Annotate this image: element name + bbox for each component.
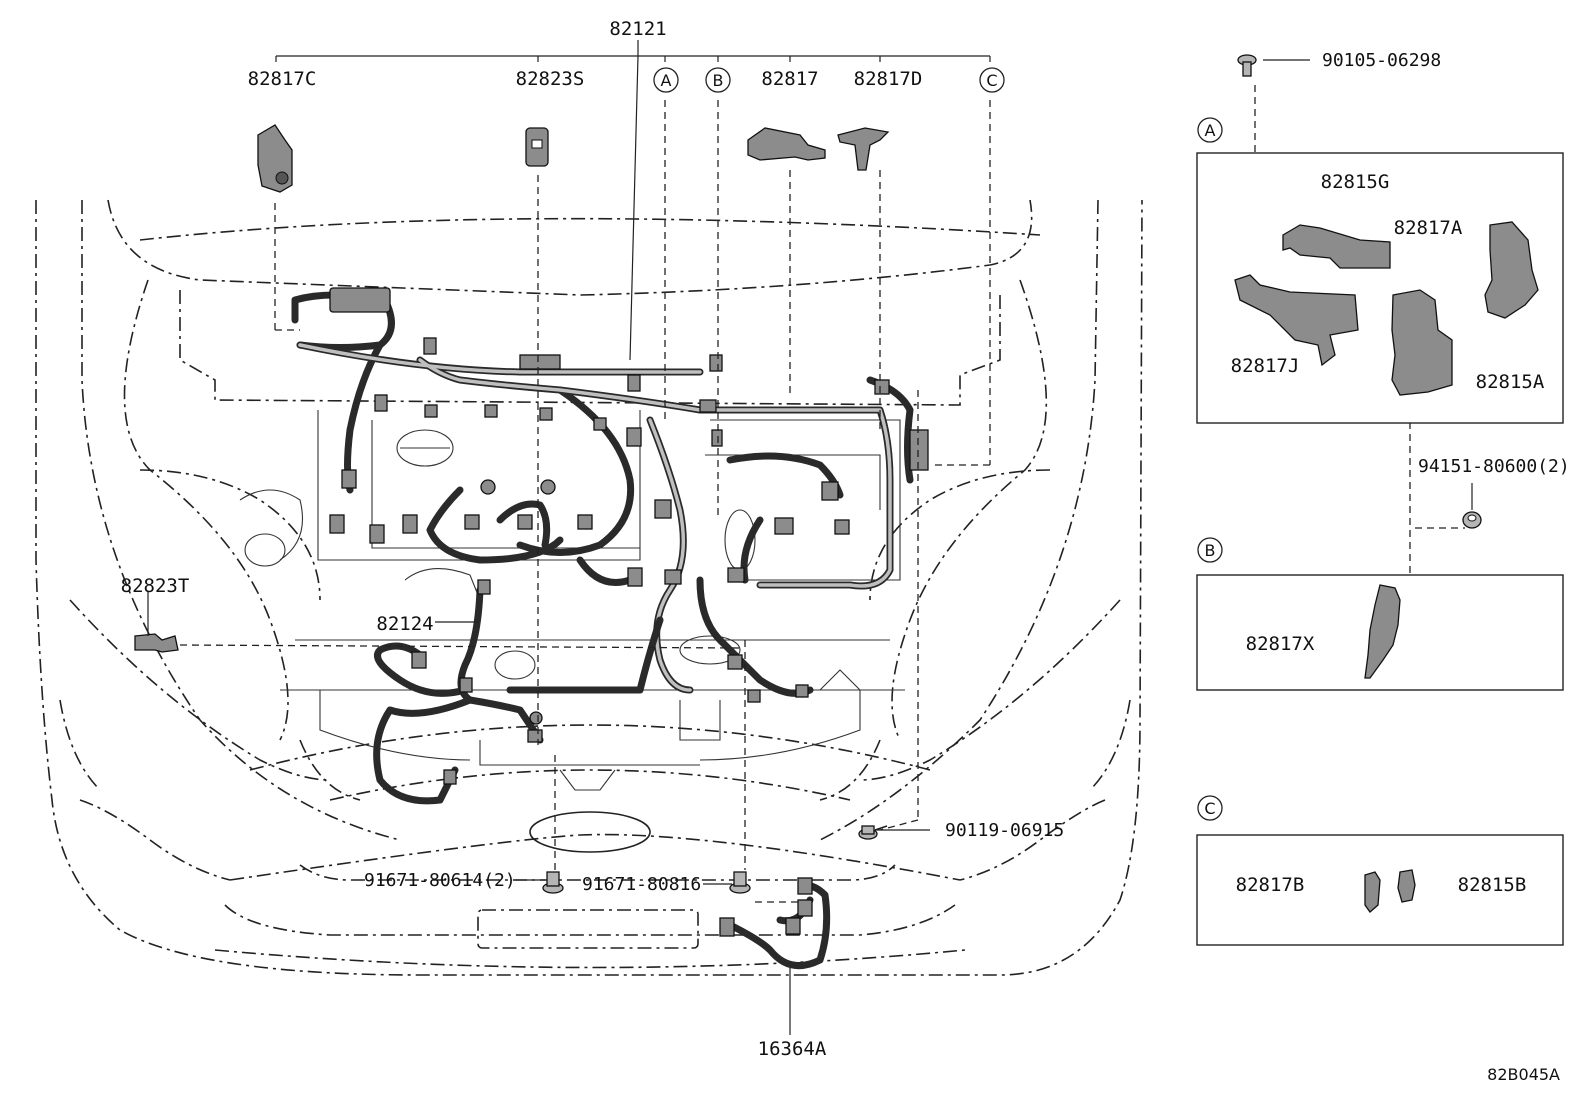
callout-c-inset-label: C: [1204, 799, 1215, 818]
part-82817C: [257, 124, 293, 193]
label-82823S: 82823S: [516, 68, 585, 90]
callout-b-inset: B: [1197, 537, 1223, 563]
label-82124: 82124: [376, 613, 433, 635]
clip-94151-80600-icon: [1462, 511, 1482, 529]
label-82815A: 82815A: [1476, 371, 1545, 393]
part-82823T: [134, 633, 179, 653]
label-94151-80600: 94151-80600(2): [1418, 456, 1570, 477]
callout-c-main: C: [979, 67, 1005, 93]
label-82815B: 82815B: [1458, 874, 1527, 896]
inset-c: [1196, 834, 1564, 946]
diagram-code: 82B045A: [1487, 1065, 1560, 1084]
label-82817C: 82817C: [248, 68, 317, 90]
label-82121: 82121: [609, 18, 666, 40]
vehicle-body-outline: [35, 199, 1143, 976]
bolt-91671-80614-icon: [542, 871, 564, 894]
sub-harness-16364A: [719, 877, 831, 970]
bolt-91671-80816-icon: [729, 871, 751, 894]
engine-bay: [239, 410, 905, 791]
label-16364A: 16364A: [758, 1038, 827, 1060]
callout-a-inset-label: A: [1205, 121, 1216, 140]
label-91671-80614: 91671-80614(2): [364, 870, 516, 891]
part-82823S: [525, 127, 549, 167]
callout-c-label: C: [986, 71, 997, 90]
inset-b: [1196, 574, 1564, 691]
callout-c-inset: C: [1197, 795, 1223, 821]
label-82817D: 82817D: [854, 68, 923, 90]
callout-b-label: B: [713, 71, 724, 90]
sub-harness-82124: [373, 579, 664, 805]
label-90119-06915: 90119-06915: [945, 820, 1064, 841]
bolt-90105-06298-icon: [1237, 54, 1257, 77]
callout-b-main: B: [705, 67, 731, 93]
label-82817X: 82817X: [1246, 633, 1315, 655]
label-82815G: 82815G: [1321, 171, 1390, 193]
label-82823T: 82823T: [121, 575, 190, 597]
callout-a-main: A: [653, 67, 679, 93]
label-91671-80816: 91671-80816: [582, 874, 701, 895]
part-82817: [747, 127, 826, 161]
label-82817A: 82817A: [1394, 217, 1463, 239]
callout-a-label: A: [661, 71, 672, 90]
bolt-90119-06915-icon: [858, 825, 888, 840]
label-82817: 82817: [761, 68, 818, 90]
callout-b-inset-label: B: [1205, 541, 1216, 560]
part-82817D: [837, 127, 890, 171]
label-90105-06298: 90105-06298: [1322, 50, 1441, 71]
engine-wire-harness: [291, 287, 929, 703]
label-82817J: 82817J: [1231, 355, 1300, 377]
label-82817B: 82817B: [1236, 874, 1305, 896]
inset-a: [1196, 152, 1564, 424]
callout-a-inset: A: [1197, 117, 1223, 143]
